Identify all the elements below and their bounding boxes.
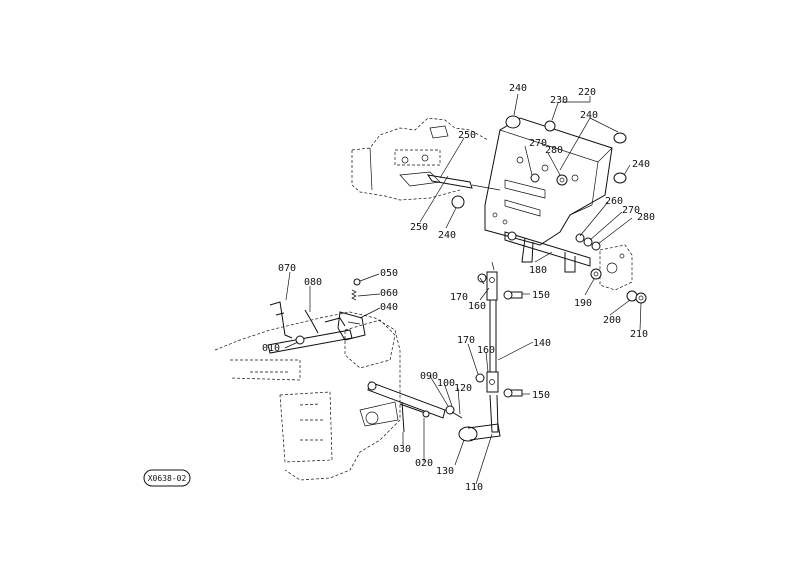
part-label-220: 220 (578, 87, 596, 98)
part-label-160-upper: 160 (468, 301, 486, 312)
part-label-080: 080 (304, 277, 322, 288)
part-label-150-upper: 150 (532, 290, 550, 301)
fork-080 (304, 309, 346, 334)
part-label-230: 230 (550, 95, 568, 106)
spacer-190 (590, 268, 602, 280)
bushing-240-right-top (613, 132, 627, 144)
rod-250 (426, 174, 501, 191)
bushing-240-top (505, 115, 521, 129)
bolt-120 (451, 411, 463, 419)
part-label-250-upper: 250 (458, 130, 476, 141)
part-label-090: 090 (420, 371, 438, 382)
part-label-070: 070 (278, 263, 296, 274)
part-label-210: 210 (630, 329, 648, 340)
part-label-190: 190 (574, 298, 592, 309)
leader-lines (284, 93, 642, 485)
part-label-040: 040 (380, 302, 398, 313)
part-label-120: 120 (454, 383, 472, 394)
clevis-160-top (477, 261, 498, 301)
pin-030 (401, 401, 405, 433)
right-end-cover (599, 244, 633, 291)
part-label-240-right: 240 (632, 159, 650, 170)
fork-040 (337, 311, 366, 341)
part-label-250-lower: 250 (410, 222, 428, 233)
nut-280 (530, 173, 568, 186)
part-label-150-lower: 150 (532, 390, 550, 401)
part-label-280-upper: 280 (545, 145, 563, 156)
part-label-030: 030 (393, 444, 411, 455)
pin-150-bottom (503, 388, 523, 398)
reference-code-badge: X0638-02 (143, 469, 191, 487)
part-label-200: 200 (603, 315, 621, 326)
part-label-280-lower: 280 (637, 212, 655, 223)
rod-140 (489, 300, 497, 372)
part-label-020: 020 (415, 458, 433, 469)
part-label-130: 130 (436, 466, 454, 477)
spring-060 (351, 289, 357, 301)
part-label-170-lower: 170 (457, 335, 475, 346)
part-label-050: 050 (380, 268, 398, 279)
pin-150-top (503, 290, 523, 300)
reference-code: X0638-02 (148, 474, 187, 483)
shift-rod-090 (367, 381, 446, 419)
part-label-240-left: 240 (438, 230, 456, 241)
shaft-180 (504, 231, 591, 273)
washer-200 (626, 290, 638, 302)
part-label-270-upper: 270 (529, 138, 547, 149)
lever-110 (458, 394, 501, 442)
part-label-140: 140 (533, 338, 551, 349)
ball-050 (353, 278, 361, 286)
part-labels: 240 230 220 240 270 280 250 240 260 270 … (262, 83, 655, 493)
part-label-110: 110 (465, 482, 483, 493)
fork-070 (269, 301, 293, 339)
part-label-010: 010 (262, 343, 280, 354)
washer-260 (575, 233, 585, 243)
clevis-160-bottom (475, 371, 499, 393)
part-label-240-upper-right: 240 (580, 110, 598, 121)
part-label-160-lower: 160 (477, 345, 495, 356)
bracket-plate (484, 117, 613, 246)
part-label-240-top: 240 (509, 83, 527, 94)
part-label-060: 060 (380, 288, 398, 299)
bushing-240-left (451, 195, 465, 209)
part-label-260: 260 (605, 196, 623, 207)
part-label-100: 100 (437, 378, 455, 389)
bushing-230 (544, 120, 556, 132)
nut-210 (635, 292, 647, 304)
shift-rod-010 (267, 329, 353, 354)
part-label-170-upper: 170 (450, 292, 468, 303)
part-label-270-lower: 270 (622, 205, 640, 216)
bushing-240-right (613, 172, 627, 184)
bolt-020 (399, 403, 430, 418)
lower-housing (214, 311, 401, 481)
part-label-180: 180 (529, 265, 547, 276)
